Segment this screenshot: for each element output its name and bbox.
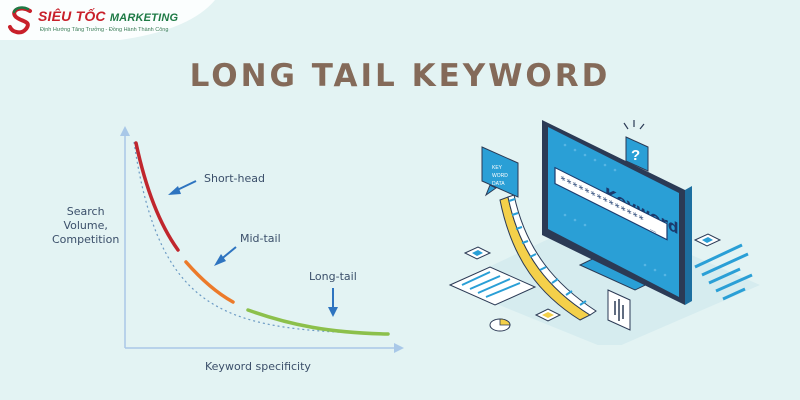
- short-head-segment: [134, 141, 180, 252]
- sparkle-icon: [623, 120, 645, 130]
- logo-background: [0, 0, 215, 40]
- audio-bubble-icon: [607, 289, 631, 331]
- short-head-label: Short-head: [204, 172, 265, 185]
- logo-brand-part1: SIÊU TỐC: [38, 8, 106, 24]
- long-tail-segment: [246, 308, 390, 336]
- chip-icon: [463, 246, 492, 260]
- mid-tail-label: Mid-tail: [240, 232, 281, 245]
- y-axis-arrow-icon: [120, 126, 130, 136]
- y-axis-label: Search Volume, Competition: [52, 205, 119, 247]
- monitor-side: [685, 186, 692, 305]
- mid-tail-segment: [184, 260, 235, 304]
- brand-logo: SIÊU TỐC MARKETING Định Hướng Tăng Trưởn…: [0, 0, 250, 42]
- x-axis-arrow-icon: [394, 343, 404, 353]
- x-axis-label: Keyword specificity: [205, 360, 311, 373]
- long-tail-label: Long-tail: [309, 270, 357, 283]
- y-axis-label-line: Search: [66, 205, 105, 218]
- document-panel: [448, 266, 537, 306]
- screen-dot-pattern: [563, 143, 667, 277]
- screen-search-box: [554, 166, 668, 241]
- chip-icon: [693, 233, 722, 247]
- bubble-text-line: WORD: [492, 173, 508, 179]
- y-axis-label-line: Volume,: [63, 219, 108, 232]
- bubble-text-line: DATA: [492, 181, 505, 187]
- mid-tail-arrow-icon: [214, 254, 226, 266]
- logo-brand-part2: MARKETING: [109, 12, 179, 24]
- floor-shadow: [450, 215, 760, 345]
- curve-side: [507, 194, 597, 316]
- keyword-speech-bubble: KEY WORD DATA: [481, 146, 519, 198]
- pie-chart-icon: [489, 318, 511, 332]
- long-tail-arrow-icon: [328, 307, 338, 317]
- curve-ticks: [508, 198, 587, 306]
- logo-s-icon: [8, 6, 32, 35]
- question-bubble-icon: ?: [625, 136, 649, 172]
- chip-icon: [534, 308, 562, 322]
- keyword-computer-illustration: Keyword ************** _ KEY WORD DATA ?: [448, 120, 760, 345]
- short-head-arrow-icon: [168, 186, 181, 195]
- svg-text:?: ?: [631, 147, 640, 164]
- page-title: LONG TAIL KEYWORD: [189, 58, 611, 94]
- logo-brand-name: SIÊU TỐC MARKETING: [38, 8, 178, 24]
- blue-stripes-decoration: [694, 243, 753, 301]
- y-axis-label-line: Competition: [52, 233, 120, 246]
- bubble-text-line: KEY: [492, 165, 503, 171]
- logo-tagline: Định Hướng Tăng Trưởng - Đồng Hành Thành…: [40, 27, 169, 33]
